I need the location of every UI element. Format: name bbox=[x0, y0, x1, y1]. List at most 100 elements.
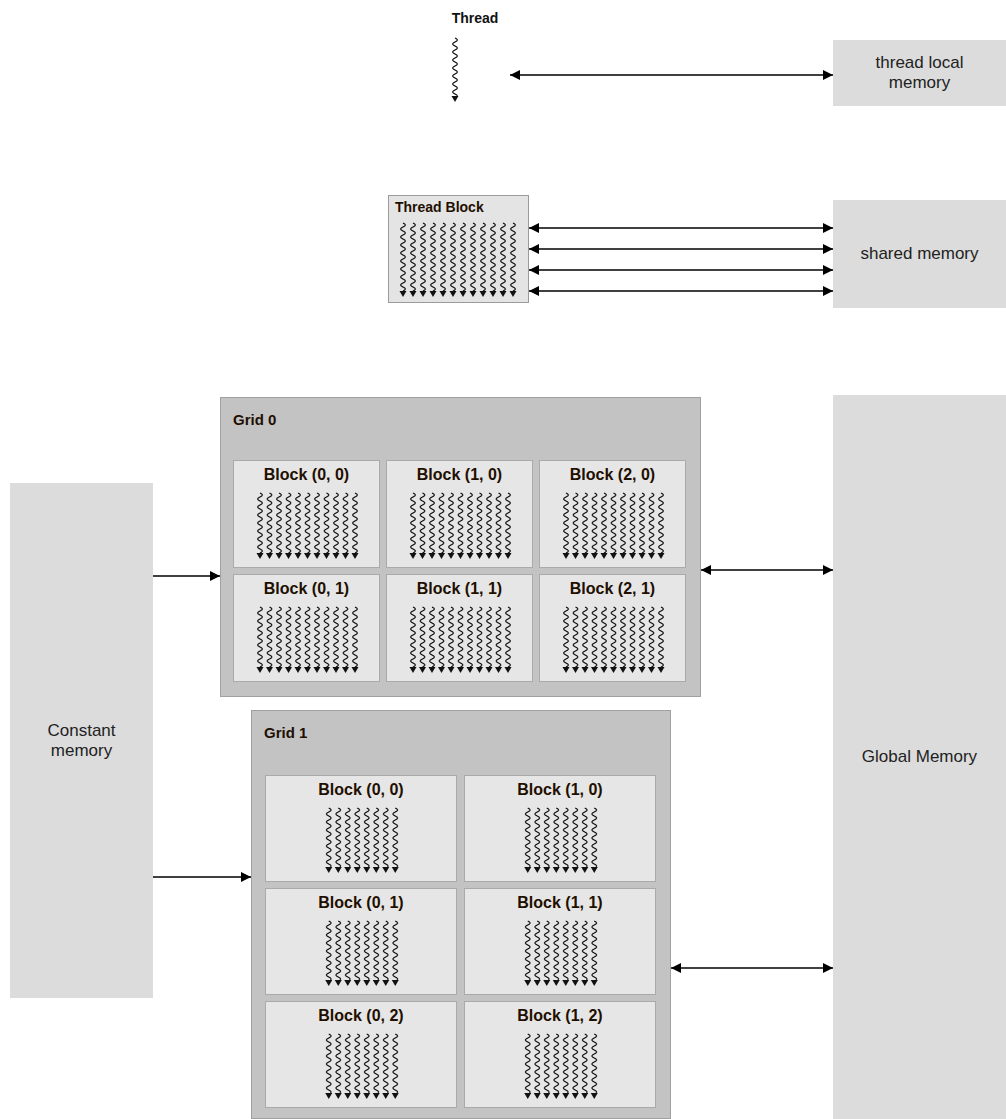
thread-squiggle bbox=[563, 921, 568, 980]
thread-arrowhead bbox=[572, 1093, 579, 1099]
thread-squiggle bbox=[582, 808, 587, 867]
thread-squiggle bbox=[324, 493, 329, 553]
thread-arrowhead bbox=[363, 1093, 370, 1099]
thread-arrowhead bbox=[610, 667, 617, 673]
thread-squiggle bbox=[277, 607, 282, 667]
thread-arrowhead bbox=[486, 667, 493, 673]
block-box: Block (1, 0) bbox=[386, 460, 533, 568]
thread-arrowhead bbox=[534, 980, 541, 986]
thread-arrowhead bbox=[591, 867, 598, 873]
thread-arrowhead bbox=[601, 667, 608, 673]
memory-label: thread local memory bbox=[833, 53, 1006, 93]
thread-squiggle bbox=[468, 493, 473, 553]
thread-squiggle bbox=[364, 921, 369, 980]
thread-squiggle bbox=[592, 1034, 597, 1093]
thread-arrowhead bbox=[295, 667, 302, 673]
thread-squiggle bbox=[296, 493, 301, 553]
thread-squiggle bbox=[544, 921, 549, 980]
thread-squiggle bbox=[535, 808, 540, 867]
thread-arrowhead bbox=[658, 553, 665, 559]
thread-arrowhead bbox=[304, 667, 311, 673]
memory-label: Constant memory bbox=[10, 721, 153, 761]
thread-arrowhead bbox=[429, 553, 436, 559]
block-box: Block (2, 0) bbox=[539, 460, 686, 568]
thread-squiggle bbox=[411, 607, 416, 667]
thread-squiggle bbox=[491, 223, 496, 291]
thread-squiggle bbox=[431, 223, 436, 291]
thread-arrowhead bbox=[419, 667, 426, 673]
thread-squiggle bbox=[420, 493, 425, 553]
thread-arrowhead bbox=[400, 291, 407, 297]
thread-arrowhead bbox=[410, 667, 417, 673]
thread-arrowhead bbox=[382, 867, 389, 873]
thread-squiggle bbox=[267, 607, 272, 667]
memory-access-arrow bbox=[529, 248, 833, 250]
thread-arrowhead bbox=[419, 553, 426, 559]
thread-squiggle bbox=[640, 493, 645, 553]
thread-squiggle bbox=[563, 808, 568, 867]
thread-squiggle bbox=[525, 1034, 530, 1093]
thread-squiggle bbox=[315, 493, 320, 553]
thread-arrowhead bbox=[510, 291, 517, 297]
thread-squiggle bbox=[334, 607, 339, 667]
thread-squiggle bbox=[611, 493, 616, 553]
thread-arrowhead bbox=[276, 553, 283, 559]
thread-arrowhead bbox=[438, 553, 445, 559]
thread-squiggle bbox=[621, 607, 626, 667]
thread-squiggle bbox=[458, 493, 463, 553]
thread-arrowhead bbox=[505, 667, 512, 673]
thread-arrowhead bbox=[562, 1093, 569, 1099]
thread-squiggle bbox=[582, 1034, 587, 1093]
thread-arrowhead bbox=[620, 667, 627, 673]
thread-arrowhead bbox=[476, 553, 483, 559]
thread-squiggle bbox=[544, 1034, 549, 1093]
thread-squiggle bbox=[441, 223, 446, 291]
thread-squiggle bbox=[602, 607, 607, 667]
thread-squiggle bbox=[659, 493, 664, 553]
block-box: Block (1, 0) bbox=[464, 775, 656, 882]
thread-arrowhead bbox=[448, 667, 455, 673]
thread-arrowhead bbox=[430, 291, 437, 297]
thread-squiggle bbox=[345, 808, 350, 867]
block-box: Block (0, 1) bbox=[233, 574, 380, 682]
thread-label: Thread bbox=[440, 8, 510, 26]
thread-arrowhead bbox=[495, 667, 502, 673]
memory-box: Constant memory bbox=[10, 483, 153, 998]
thread-squiggle bbox=[336, 808, 341, 867]
thread-squiggle bbox=[411, 493, 416, 553]
thread-squiggle bbox=[630, 607, 635, 667]
thread-squiggle bbox=[374, 1034, 379, 1093]
box-title: Grid 0 bbox=[221, 398, 700, 441]
block-box: Block (0, 0) bbox=[233, 460, 380, 568]
thread-squiggle bbox=[393, 921, 398, 980]
thread-arrowhead bbox=[467, 553, 474, 559]
thread-squiggle bbox=[621, 493, 626, 553]
thread-squiggle bbox=[496, 607, 501, 667]
thread-arrowhead bbox=[392, 980, 399, 986]
thread-squiggle bbox=[383, 1034, 388, 1093]
thread-squiggle bbox=[573, 921, 578, 980]
thread-squiggle bbox=[583, 607, 588, 667]
thread-squiggle bbox=[649, 493, 654, 553]
thread-arrowhead bbox=[563, 553, 570, 559]
grid-box: Grid 0 Block (0, 0)Block (1, 0)Block (2, … bbox=[220, 397, 701, 697]
thread-squiggle bbox=[334, 493, 339, 553]
thread-arrowhead bbox=[457, 667, 464, 673]
thread-squiggle bbox=[458, 607, 463, 667]
thread-squiggle bbox=[401, 223, 406, 291]
thread-arrowhead bbox=[429, 667, 436, 673]
thread-squiggle bbox=[535, 921, 540, 980]
thread-arrowhead bbox=[266, 667, 273, 673]
thread-squiggle bbox=[430, 607, 435, 667]
thread-arrowhead bbox=[460, 291, 467, 297]
thread-arrowhead bbox=[480, 291, 487, 297]
thread-arrowhead bbox=[352, 667, 359, 673]
thread-arrowhead bbox=[581, 980, 588, 986]
thread-squiggle bbox=[535, 1034, 540, 1093]
thread-squiggle bbox=[315, 607, 320, 667]
memory-access-arrow bbox=[529, 227, 833, 229]
thread-arrowhead bbox=[648, 553, 655, 559]
thread-squiggle bbox=[324, 607, 329, 667]
thread-squiggle bbox=[554, 921, 559, 980]
